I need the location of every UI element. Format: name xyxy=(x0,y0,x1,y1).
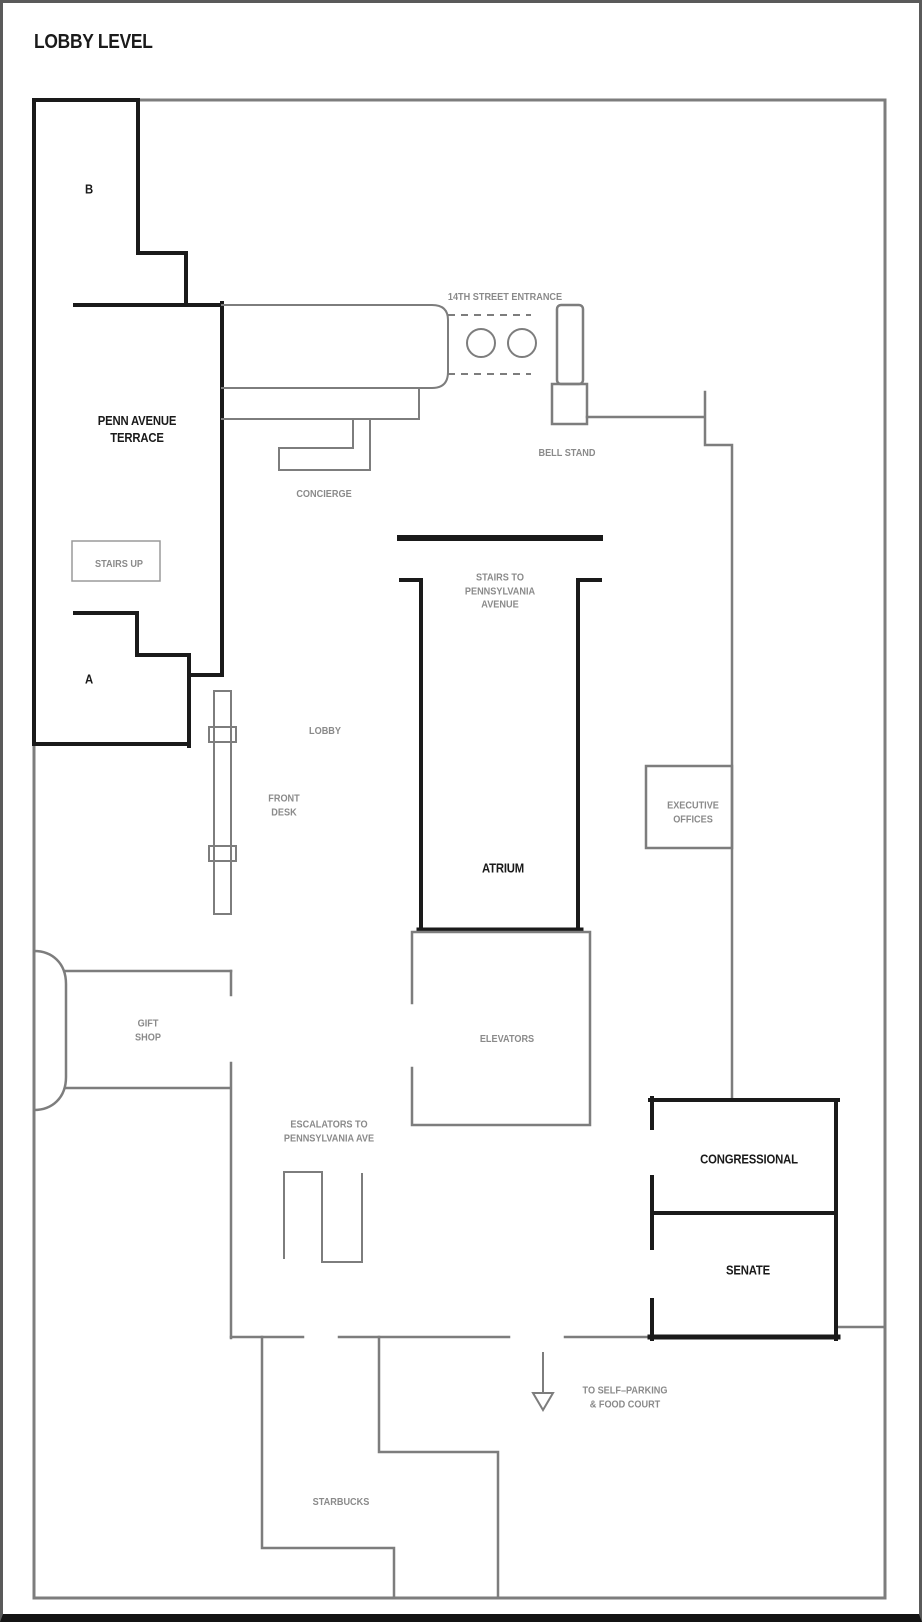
label-executive-offices: EXECUTIVE OFFICES xyxy=(667,799,719,825)
label-14th-street-entrance: 14TH STREET ENTRANCE xyxy=(447,291,563,304)
atrium-walls xyxy=(397,535,603,933)
meeting-room-walls xyxy=(647,1096,841,1341)
label-stairs-up: STAIRS UP xyxy=(94,558,144,571)
floor-plan-linework xyxy=(32,98,887,1600)
parking-arrow-icon xyxy=(531,1352,555,1412)
bay-window xyxy=(32,949,68,1112)
label-zone-b: B xyxy=(84,181,94,197)
label-gift-shop: GIFT SHOP xyxy=(135,1017,161,1043)
counter-outline xyxy=(221,304,449,420)
label-penn-avenue-terrace: PENN AVENUE TERRACE xyxy=(97,413,177,445)
label-self-parking: TO SELF–PARKING & FOOD COURT xyxy=(582,1384,668,1410)
front-desk-outline xyxy=(208,690,237,915)
concierge-desk-outline xyxy=(278,418,371,471)
label-front-desk: FRONT DESK xyxy=(268,792,300,818)
entrance-vestibule xyxy=(448,303,585,386)
executive-offices-outline xyxy=(644,764,734,850)
label-escalators: ESCALATORS TO PENNSYLVANIA AVE xyxy=(283,1118,375,1144)
label-starbucks: STARBUCKS xyxy=(312,1496,370,1509)
label-bell-stand: BELL STAND xyxy=(538,447,596,460)
label-concierge: CONCIERGE xyxy=(296,488,352,501)
label-lobby: LOBBY xyxy=(309,725,341,738)
terrace-walls xyxy=(32,98,224,748)
revolving-door-icon xyxy=(466,328,496,358)
label-congressional: CONGRESSIONAL xyxy=(700,1151,798,1167)
escalator-outline xyxy=(283,1171,363,1263)
label-elevators: ELEVATORS xyxy=(479,1033,535,1046)
label-zone-a: A xyxy=(84,671,94,687)
label-stairs-to-penn-ave: STAIRS TO PENNSYLVANIA AVENUE xyxy=(464,571,536,611)
entrance-column xyxy=(555,303,585,386)
label-senate: SENATE xyxy=(725,1262,771,1278)
elevators-outline xyxy=(410,930,592,1127)
stairs-up-outline xyxy=(71,540,161,582)
page-title: LOBBY LEVEL xyxy=(34,31,153,53)
lower-corridor-walls xyxy=(229,1325,887,1600)
outer-boundary-walls xyxy=(32,98,887,1600)
label-atrium: ATRIUM xyxy=(481,860,525,876)
revolving-door-icon xyxy=(507,328,537,358)
gift-shop-outline xyxy=(32,949,233,1340)
